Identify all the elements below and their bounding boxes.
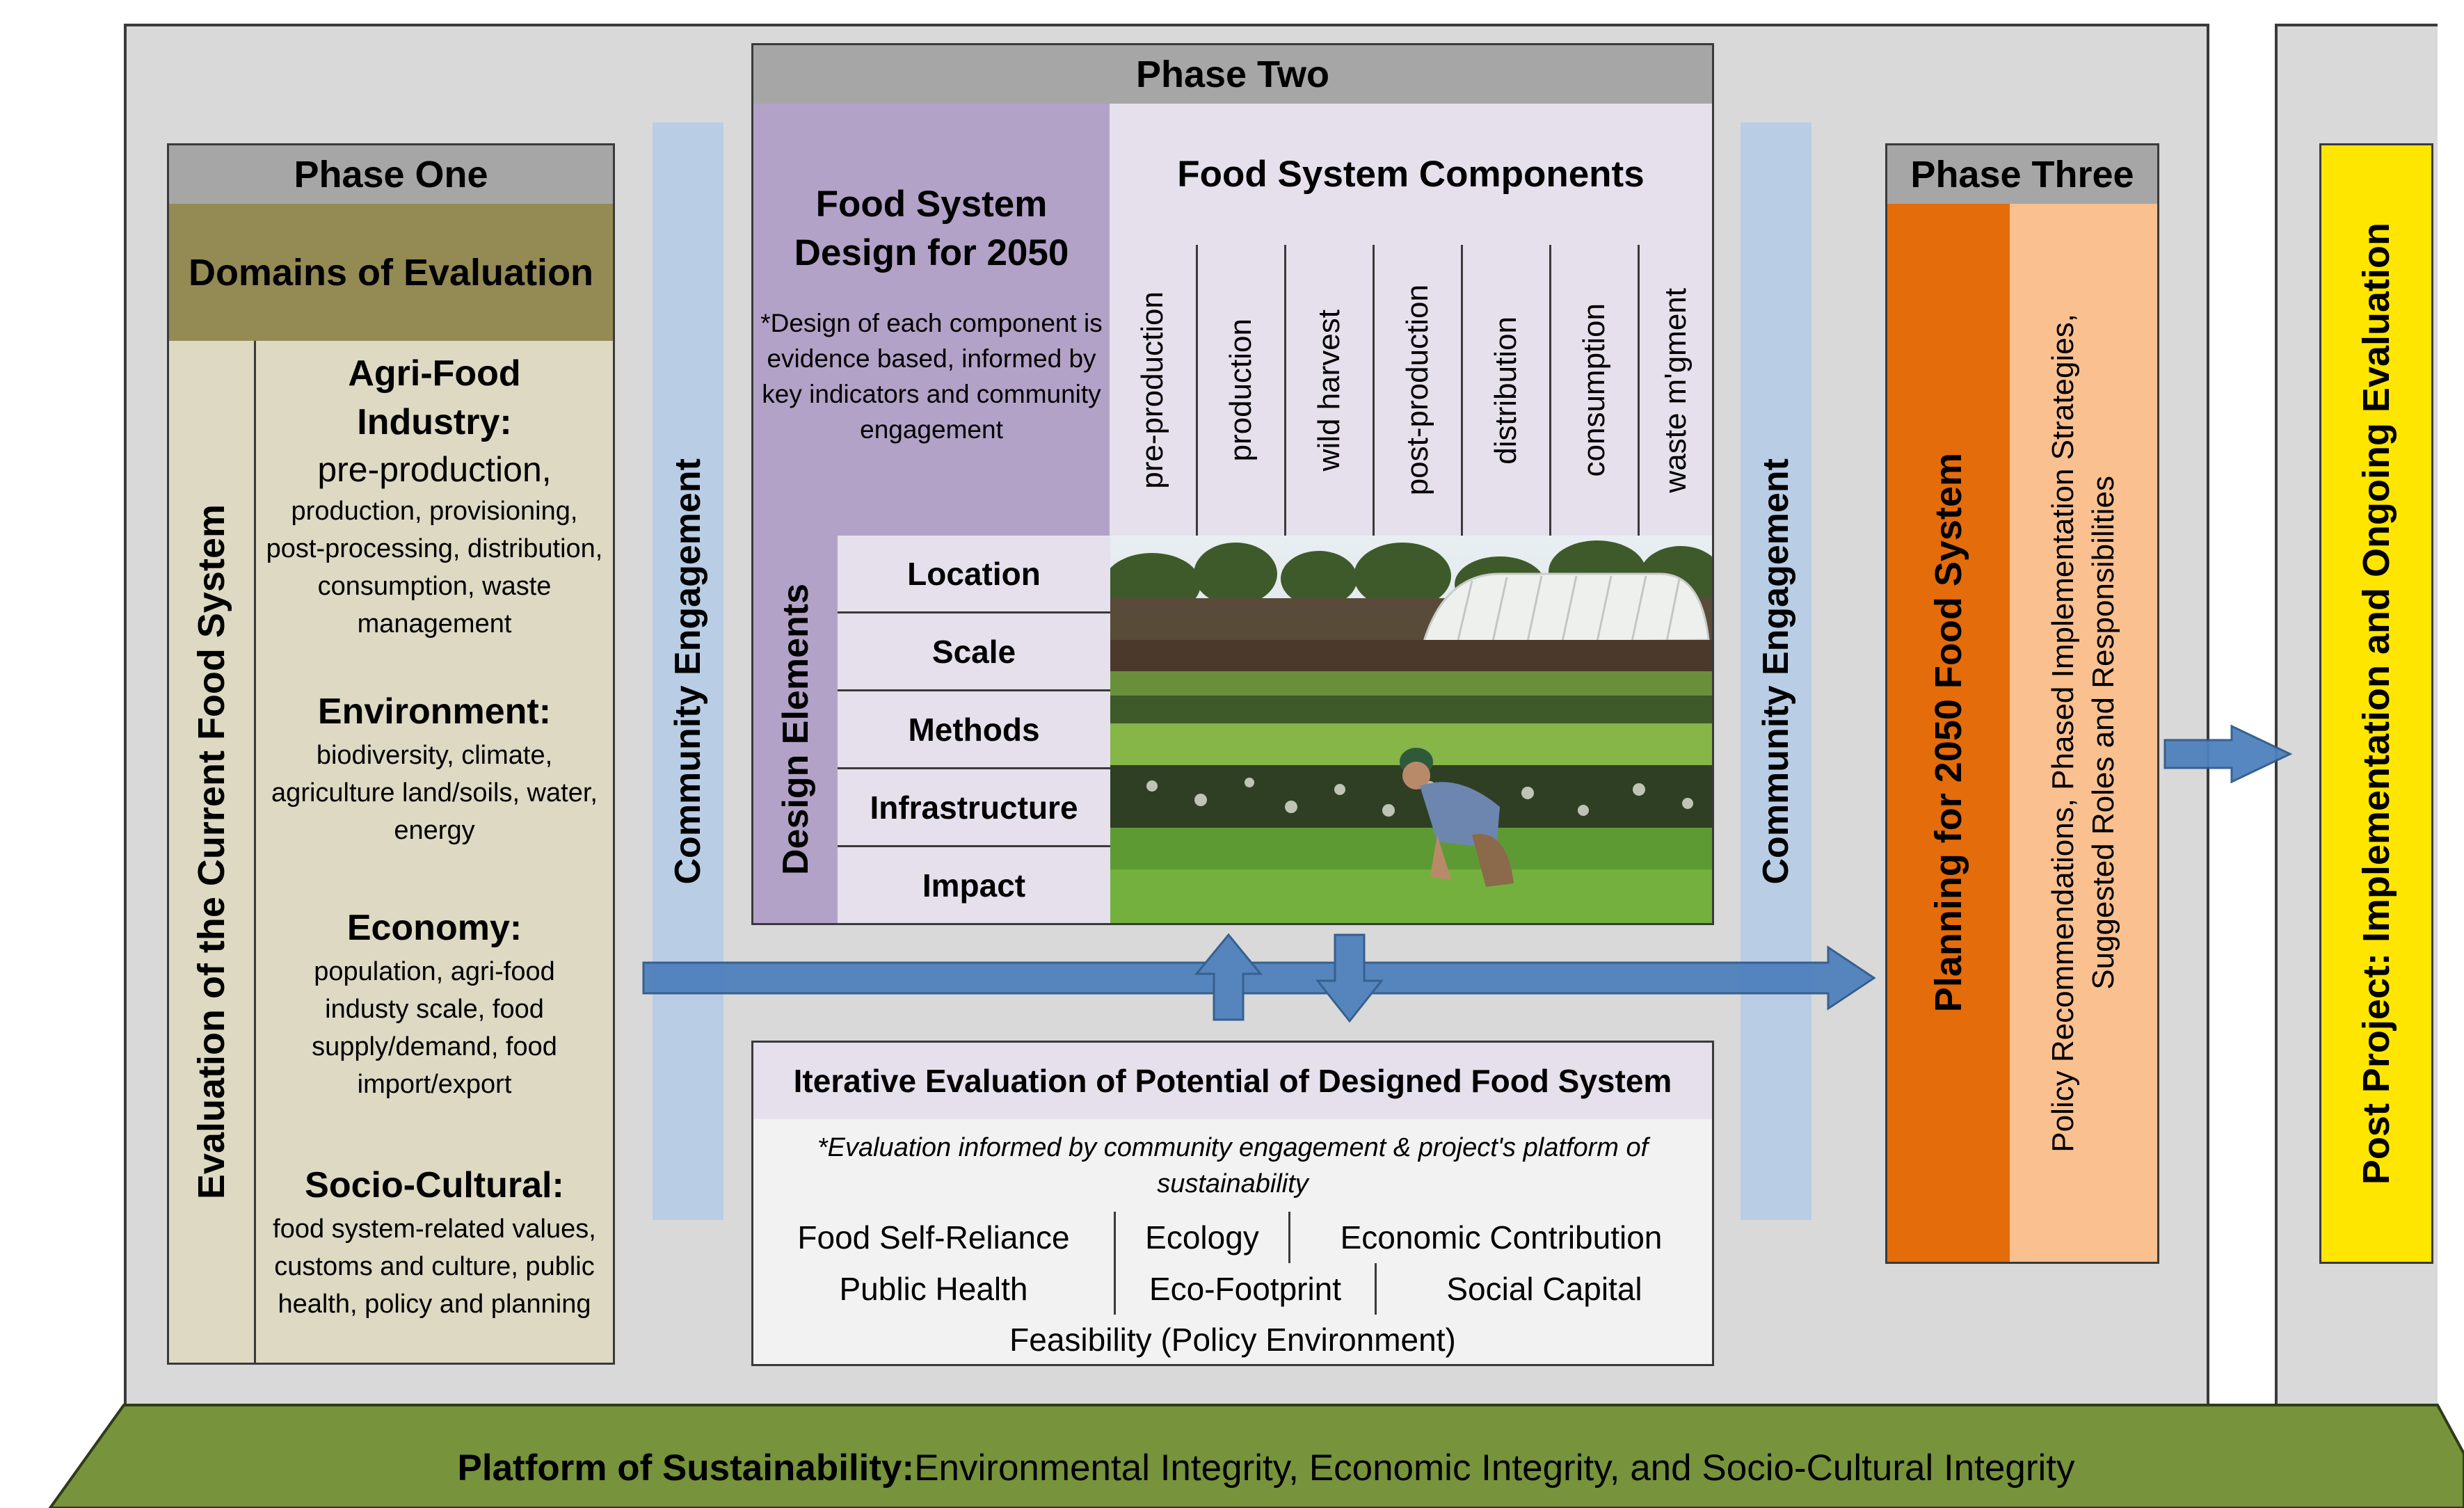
policy-box: Policy Recommendations, Phased Implement…: [2010, 204, 2159, 1264]
domain-economy: Economy: population, agri-food industy s…: [254, 885, 615, 1123]
component-consumption: consumption: [1551, 245, 1640, 536]
domains-header: Domains of Evaluation: [167, 204, 615, 343]
criterion-public-health: Public Health: [753, 1263, 1116, 1315]
phase-one-header: Phase One: [167, 143, 615, 206]
community-engagement-right: Community Engagement: [1741, 122, 1811, 1220]
domain-lead: pre-production,: [317, 449, 552, 489]
component-post-production: post-production: [1375, 245, 1463, 536]
component-label: production: [1224, 319, 1258, 462]
design-element-methods: Methods: [838, 691, 1110, 769]
design-2050-box: Food System Design for 2050 *Design of e…: [751, 104, 1112, 538]
component-waste-mgment: waste m'gment: [1640, 245, 1712, 536]
criterion-eco-footprint: Eco-Footprint: [1116, 1263, 1377, 1315]
domain-detail: population, agri-food industy scale, foo…: [312, 956, 557, 1099]
design-2050-title: Food System Design for 2050: [794, 184, 1069, 273]
component-pre-production: pre-production: [1110, 245, 1198, 536]
domain-title: Agri-Food Industry:: [348, 353, 521, 442]
planning-2050-label: Planning for 2050 Food System: [1928, 453, 1969, 1013]
criterion-economic-contribution: Economic Contribution: [1340, 1219, 1663, 1256]
up-arrow: [1194, 933, 1263, 1021]
iterative-row-1: Food Self-Reliance Ecology Economic Cont…: [751, 1212, 1714, 1265]
phase-three-header: Phase Three: [1885, 143, 2159, 206]
domain-detail: production, provisioning, post-processin…: [266, 496, 603, 639]
phase-one-side-text: Evaluation of the Current Food System: [191, 504, 232, 1200]
design-elements-list: Location Scale Methods Infrastructure Im…: [838, 536, 1112, 925]
criterion-social-capital: Social Capital: [1446, 1271, 1642, 1307]
platform-rest: Environmental Integrity, Economic Integr…: [914, 1447, 2075, 1489]
component-production: production: [1198, 245, 1286, 536]
domain-title: Socio-Cultural:: [305, 1165, 564, 1205]
components-header: Food System Components: [1110, 104, 1714, 247]
design-element-location: Location: [838, 536, 1110, 613]
component-label: wild harvest: [1312, 309, 1346, 472]
criterion-food-self-reliance: Food Self-Reliance: [753, 1212, 1116, 1263]
design-element-impact: Impact: [922, 867, 1026, 904]
criterion-feasibility: Feasibility (Policy Environment): [751, 1315, 1714, 1366]
phase-one-side-label: Evaluation of the Current Food System: [167, 341, 256, 1365]
policy-text: Policy Recommendations, Phased Implement…: [2043, 314, 2124, 1153]
planning-2050-box: Planning for 2050 Food System: [1885, 204, 2012, 1264]
iterative-row-2: Public Health Eco-Footprint Social Capit…: [751, 1263, 1714, 1317]
design-elements-label-box: Design Elements: [751, 536, 840, 925]
iterative-header: Iterative Evaluation of Potential of Des…: [751, 1041, 1714, 1121]
main-flow-arrow: [642, 945, 1876, 1011]
component-label: consumption: [1577, 303, 1611, 477]
post-project-label: Post Project: Implementation and Ongoing…: [2355, 222, 2397, 1185]
farm-field-photo: [1110, 536, 1714, 925]
post-project-box: Post Project: Implementation and Ongoing…: [2319, 143, 2433, 1264]
post-project-arrow: [2163, 724, 2293, 784]
design-element-scale: Scale: [838, 613, 1110, 691]
criterion-ecology: Ecology: [1116, 1212, 1290, 1263]
down-arrow: [1315, 933, 1384, 1023]
design-elements-label: Design Elements: [775, 583, 816, 876]
component-wild-harvest: wild harvest: [1286, 245, 1375, 536]
policy-line-1: Policy Recommendations, Phased Implement…: [2046, 313, 2080, 1153]
platform-bold: Platform of Sustainability:: [457, 1447, 915, 1489]
farmer-figure: [1400, 748, 1514, 887]
component-distribution: distribution: [1463, 245, 1551, 536]
domain-agri-food: Agri-Food Industry: pre-production, prod…: [254, 341, 615, 652]
components-row: pre-production production wild harvest p…: [1110, 245, 1714, 538]
platform-label: Platform of Sustainability: Environmenta…: [139, 1440, 2393, 1495]
domain-detail: biodiversity, climate, agriculture land/…: [271, 740, 598, 845]
component-label: post-production: [1400, 284, 1434, 496]
domain-socio-cultural: Socio-Cultural: food system-related valu…: [254, 1121, 615, 1365]
domain-detail: food system-related values, customs and …: [273, 1214, 596, 1319]
iterative-note: *Evaluation informed by community engage…: [751, 1119, 1714, 1214]
design-element-infrastructure: Infrastructure: [838, 769, 1110, 847]
design-2050-note: *Design of each component is evidence ba…: [760, 309, 1103, 444]
community-engagement-left: Community Engagement: [653, 122, 723, 1220]
component-label: pre-production: [1135, 291, 1169, 489]
component-label: waste m'gment: [1658, 287, 1693, 493]
phase-two-header: Phase Two: [751, 43, 1714, 106]
domain-environment: Environment: biodiversity, climate, agri…: [254, 650, 615, 887]
policy-line-2: Suggested Roles and Responsibilities: [2086, 476, 2120, 990]
domain-title: Economy:: [346, 907, 522, 948]
component-label: distribution: [1489, 316, 1523, 465]
domain-title: Environment:: [317, 691, 552, 732]
